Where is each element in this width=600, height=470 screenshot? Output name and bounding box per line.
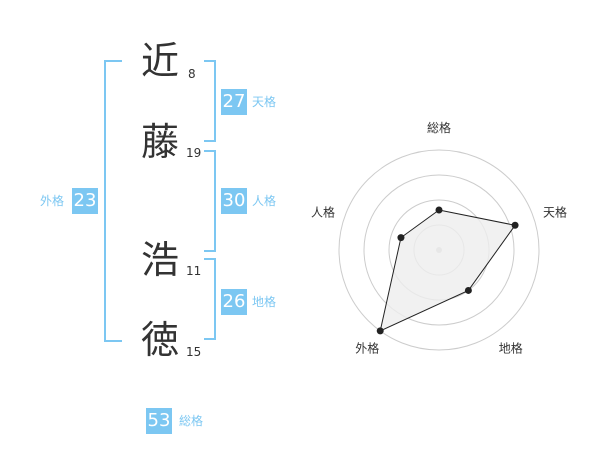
radar-axis-label: 地格 bbox=[499, 341, 523, 356]
chikaku-value: 26 bbox=[221, 289, 247, 315]
radar-point bbox=[376, 327, 384, 335]
chikaku-bracket bbox=[204, 258, 216, 340]
char-2-strokes: 19 bbox=[186, 146, 202, 160]
char-4-strokes: 15 bbox=[186, 345, 202, 359]
char-3-strokes: 11 bbox=[186, 264, 202, 278]
radar-point bbox=[435, 206, 443, 214]
soukaku-label: 総格 bbox=[179, 414, 204, 428]
tenkaku-label: 天格 bbox=[252, 95, 277, 109]
gaikaku-bracket bbox=[104, 60, 122, 342]
tenkaku-value: 27 bbox=[221, 89, 247, 115]
radar-axis-label: 外格 bbox=[355, 341, 379, 356]
jinkaku-label: 人格 bbox=[252, 194, 277, 208]
gaikaku-value: 23 bbox=[72, 188, 98, 214]
radar-points bbox=[376, 206, 519, 335]
gaikaku-label: 外格 bbox=[40, 194, 65, 208]
char-4: 徳 bbox=[141, 318, 180, 362]
radar-point bbox=[397, 234, 405, 242]
radar-axis-label: 天格 bbox=[543, 204, 567, 219]
chikaku-label: 地格 bbox=[252, 295, 277, 309]
radar-axis-label: 総格 bbox=[427, 120, 451, 135]
radar-ring bbox=[363, 174, 515, 326]
char-1: 近 bbox=[141, 39, 180, 83]
char-2: 藤 bbox=[141, 120, 180, 164]
radar-point bbox=[511, 221, 519, 229]
radar-axis-label: 人格 bbox=[311, 204, 335, 219]
soukaku-value: 53 bbox=[146, 408, 172, 434]
char-3: 浩 bbox=[141, 238, 180, 282]
char-1-strokes: 8 bbox=[188, 67, 196, 81]
radar-point bbox=[464, 286, 472, 294]
jinkaku-value: 30 bbox=[221, 188, 247, 214]
tenkaku-bracket bbox=[204, 60, 216, 142]
jinkaku-bracket bbox=[204, 150, 216, 252]
radar-polygon bbox=[379, 209, 516, 332]
radar-ring bbox=[338, 149, 540, 351]
